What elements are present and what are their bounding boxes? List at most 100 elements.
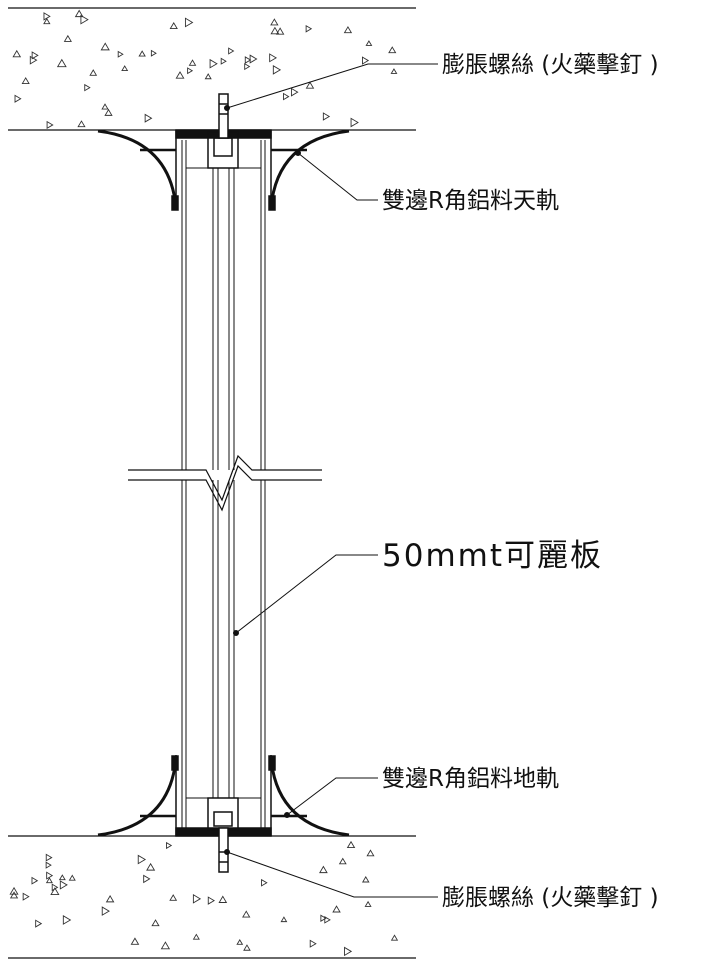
hatch-triangle [272,65,282,75]
hatch-triangle [80,14,89,25]
ceiling-slab [8,7,416,131]
hatch-triangle [50,887,60,895]
floor-track [97,755,350,837]
hatch-triangle [309,939,317,948]
hatch-triangle [146,862,156,871]
hatch-triangle [101,103,109,110]
hatch-triangle [150,49,157,57]
label-floor-track: 雙邊R角鋁料地軌 [382,766,559,792]
hatch-triangle [390,934,399,941]
panel-lower [181,480,266,828]
hatch-triangle [130,937,140,945]
hatch-triangle [35,919,43,928]
hatch-triangle [244,56,252,64]
hatch-triangle [138,50,146,57]
hatch-triangle [45,861,52,869]
label-panel: 50mmt可麗板 [382,538,603,574]
hatch-triangle [236,938,244,945]
hatch-triangle [390,68,398,74]
hatch-triangle [242,910,251,918]
hatch-triangle [269,53,278,63]
hatch-triangle [207,896,216,905]
hatch-triangle [319,865,328,874]
hatch-triangle [187,67,194,75]
hatch-triangle [364,900,372,907]
hatch-triangle [117,50,124,58]
hatch-triangle [243,944,251,951]
hatch-triangle [151,919,160,927]
hatch-triangle [346,840,356,849]
hatch-triangle [101,906,110,916]
hatch-triangle [84,83,91,92]
hatch-triangle [338,857,347,865]
hatch-triangle [121,65,129,72]
hatch-triangle [143,874,151,884]
hatch-triangle [322,112,331,121]
hatch-triangle [361,876,370,883]
hatch-triangle [218,895,228,903]
hatch-triangle [388,46,397,54]
hatch-triangle [63,34,72,42]
hatch-triangle [68,874,76,881]
hatch-triangle [14,94,22,103]
hatch-triangle [324,916,331,924]
hatch-triangle [12,49,22,58]
hatch-triangle [192,894,202,904]
hatch-triangle [105,895,115,903]
hatch-triangle [209,58,218,69]
hatch-triangle [192,933,200,940]
hatch-triangle [45,853,53,862]
hatch-triangle [249,54,258,64]
hatch-triangle [169,21,178,30]
ceiling-concrete-hatch [12,9,398,130]
hatch-triangle [31,51,39,60]
hatch-triangle [9,891,19,899]
hatch-triangle [31,876,39,885]
label-ceiling-track: 雙邊R角鋁料天軌 [382,188,559,214]
hatch-triangle [59,880,68,890]
hatch-triangle [9,886,19,895]
hatch-triangle [305,81,315,89]
hatch-triangle [184,17,194,28]
hatch-triangle [244,62,251,71]
hatch-triangle [332,905,341,913]
hatch-triangle [104,108,113,116]
hatch-triangle [137,854,147,865]
hatch-triangle [45,877,53,884]
hatch-triangle [365,40,373,46]
hatch-triangle [89,69,98,76]
hatch-triangle [283,92,290,101]
break-line [128,454,322,512]
hatch-triangle [62,915,72,925]
hatch-triangle [261,878,268,887]
hatch-triangle [175,71,185,79]
hatch-triangle [366,849,375,857]
hatch-triangle [270,26,280,35]
hatch-triangle [228,47,235,55]
hatch-triangle [56,58,67,68]
hatch-triangle [204,73,212,80]
label-anchor-top: 膨脹螺絲 (火藥擊釘 ) [442,52,659,78]
hatch-triangle [22,892,30,901]
hatch-triangle [46,871,54,880]
hatch-triangle [46,120,54,130]
hatch-triangle [305,24,313,33]
hatch-triangle [160,941,171,950]
hatch-triangle [275,27,285,35]
hatch-triangle [344,946,353,957]
hatch-triangle [166,841,173,850]
hatch-triangle [270,18,279,26]
hatch-triangle [188,59,197,66]
hatch-triangle [43,17,51,25]
hatch-triangle [280,916,288,923]
hatch-triangle [320,914,327,922]
hatch-triangle [74,9,84,18]
panel-upper [181,140,266,470]
hatch-triangle [77,120,86,128]
hatch-triangle [290,87,299,97]
hatch-triangle [144,113,153,123]
hatch-triangle [100,42,110,51]
hatch-triangle [21,77,30,85]
